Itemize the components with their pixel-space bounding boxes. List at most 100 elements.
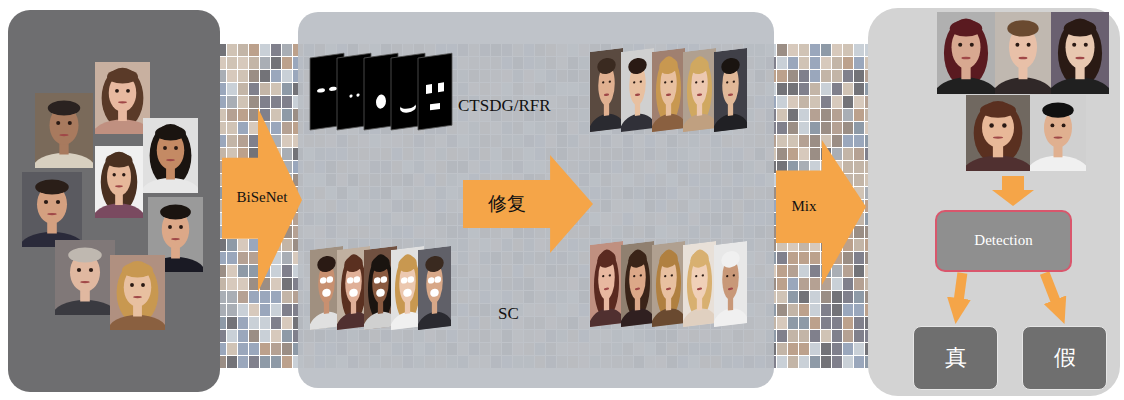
mouth — [59, 134, 68, 136]
mask-patch — [403, 288, 412, 297]
mosaic-tile — [282, 109, 292, 121]
eye — [56, 200, 60, 204]
eye — [179, 225, 183, 229]
mosaic-tile — [249, 122, 259, 134]
eye — [609, 274, 611, 277]
process-panel: CTSDG/RFRSC修复 — [298, 12, 774, 388]
eye — [733, 274, 735, 277]
hair — [980, 103, 1016, 118]
step-label: 真 — [945, 345, 967, 370]
mosaic-tile — [282, 122, 292, 134]
hair — [101, 152, 137, 212]
hair — [950, 20, 982, 36]
mosaic-tile — [854, 252, 864, 264]
flow-arrow — [1045, 273, 1059, 309]
mosaic-tile — [282, 83, 292, 95]
mosaic-tile — [227, 70, 237, 82]
result-box: 真 — [913, 326, 998, 390]
mosaic-tile — [799, 317, 809, 329]
mosaic-tile — [271, 317, 281, 329]
panel-background — [298, 12, 774, 388]
mosaic-tile — [854, 122, 864, 134]
mosaic-tile — [227, 109, 237, 121]
step-label: Mix — [776, 198, 832, 215]
mosaic-tile — [810, 135, 820, 147]
mosaic-tile — [249, 252, 259, 264]
mosaic-tile — [854, 70, 864, 82]
mosaic-tile — [843, 265, 853, 277]
mosaic-tile — [854, 291, 864, 303]
mosaic-tile — [854, 57, 864, 69]
eye — [163, 146, 167, 150]
mosaic-tile — [821, 304, 831, 316]
mosaic-tile — [832, 83, 842, 95]
mosaic-tile — [799, 304, 809, 316]
clothing — [95, 120, 150, 134]
mosaic-tile — [249, 57, 259, 69]
mosaic-tile — [282, 278, 292, 290]
mosaic-tile — [260, 70, 270, 82]
face-photo — [588, 241, 624, 347]
hair — [371, 255, 389, 273]
mosaic-tile — [788, 57, 798, 69]
clothing — [110, 315, 165, 330]
eye — [1050, 123, 1054, 127]
mask-patch — [354, 276, 361, 283]
eye — [1002, 123, 1006, 127]
face-photo — [650, 241, 686, 347]
mosaic-tile — [832, 135, 842, 147]
face-photo — [650, 48, 686, 152]
mosaic-tile — [854, 343, 864, 355]
eye — [602, 275, 604, 278]
mosaic-tile — [282, 70, 292, 82]
clothing — [95, 204, 143, 218]
arrow-shape — [463, 155, 593, 253]
clothing — [937, 78, 995, 94]
mosaic-tile — [227, 317, 237, 329]
mosaic-tile — [282, 330, 292, 342]
mosaic-tile — [271, 265, 281, 277]
mosaic-tile — [227, 291, 237, 303]
mosaic-tile — [271, 330, 281, 342]
mosaic-tile — [238, 44, 248, 56]
mosaic-tile — [788, 265, 798, 277]
eye — [671, 274, 673, 277]
mosaic-tile — [799, 291, 809, 303]
hair — [107, 69, 138, 83]
result-box: 假 — [1022, 326, 1107, 390]
eye — [609, 80, 611, 83]
face-photo — [619, 48, 655, 152]
eye — [122, 173, 125, 176]
clothing — [35, 153, 93, 168]
mosaic-tile — [810, 291, 820, 303]
eye — [115, 89, 119, 93]
mosaic-tile — [238, 278, 248, 290]
mask-patch — [320, 277, 327, 284]
mosaic-tile — [843, 148, 853, 160]
mosaic-tile — [799, 109, 809, 121]
face-photo — [588, 48, 624, 152]
mosaic-tile — [227, 304, 237, 316]
mosaic-tile — [227, 239, 237, 251]
clothing — [1030, 156, 1086, 171]
mosaic-tile — [810, 96, 820, 108]
process-arrow: BiSeNet — [222, 108, 302, 292]
mosaic-tile — [282, 252, 292, 264]
mosaic-tile — [821, 83, 831, 95]
mosaic-tile — [227, 330, 237, 342]
eye — [702, 274, 704, 277]
mosaic-tile — [777, 252, 787, 264]
mosaic-tile — [260, 317, 270, 329]
mosaic-tile — [260, 44, 270, 56]
mosaic-tile — [238, 304, 248, 316]
mosaic-tile — [832, 356, 842, 368]
face-photo — [963, 95, 1033, 189]
clothing — [143, 178, 198, 193]
eye — [1062, 123, 1066, 127]
mosaic-tile — [788, 135, 798, 147]
eye — [56, 121, 60, 125]
mask-patch — [408, 276, 415, 283]
mosaic-tile — [282, 135, 292, 147]
mouth — [133, 296, 142, 298]
mosaic-tile — [260, 57, 270, 69]
